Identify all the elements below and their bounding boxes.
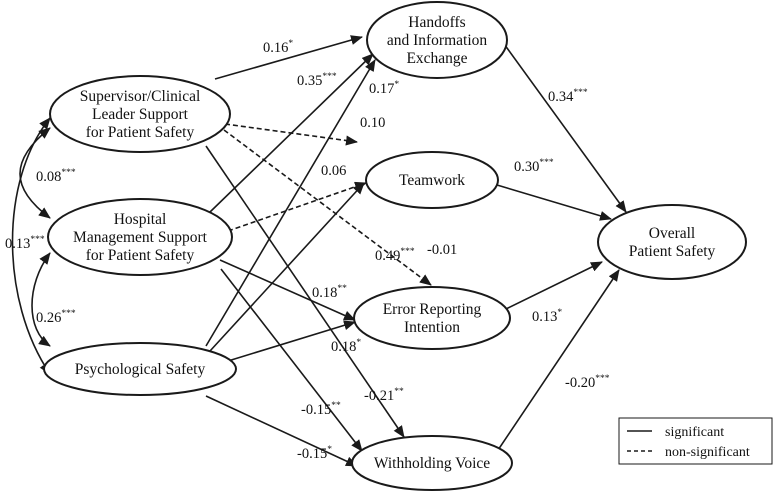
path-label-sup-with: -0.21** (364, 387, 404, 404)
node-supervisor-label-0: Supervisor/Clinical (80, 88, 201, 105)
correlation-sup-psy (11, 117, 51, 375)
path-hosp-hand (209, 53, 374, 213)
path-label-hosp-err: 0.18** (312, 284, 347, 301)
path-label-hosp-hand: 0.35*** (297, 72, 337, 89)
node-error-label-1: Intention (404, 319, 460, 336)
path-team-over (496, 184, 612, 221)
correlation-hosp-psy (31, 252, 51, 347)
path-psy-hand (205, 59, 376, 347)
node-teamwork-ellipse (365, 151, 499, 209)
path-label-psy-hand: 0.17* (369, 80, 399, 97)
correlation-sup-hosp (19, 127, 51, 219)
path-label-psy-with: -0.15* (297, 445, 332, 462)
path-psy-err (227, 320, 356, 362)
node-overall-ellipse (597, 204, 747, 280)
legend-significant-label: significant (665, 425, 724, 440)
path-label-hosp-team: 0.06 (321, 163, 346, 179)
node-teamwork-label-0: Teamwork (399, 172, 465, 189)
path-label-sup-hand: 0.16* (263, 39, 293, 56)
path-hosp-team (227, 181, 367, 232)
node-withholding-ellipse (351, 435, 513, 491)
path-label-sup-team: 0.10 (360, 115, 385, 131)
node-hospital-label-1: Management Support (73, 229, 208, 246)
node-withholding-label-0: Withholding Voice (374, 455, 490, 472)
node-withholding: Withholding Voice (351, 435, 513, 491)
path-hosp-with (220, 268, 363, 452)
node-supervisor-label-2: for Patient Safety (86, 124, 195, 141)
path-hosp-err (219, 259, 356, 321)
node-handoffs-label-2: Exchange (406, 50, 467, 67)
node-hospital-label-2: for Patient Safety (86, 247, 195, 264)
node-supervisor-ellipse (49, 75, 231, 153)
node-overall-label-1: Patient Safety (629, 243, 716, 260)
path-label-with-over: -0.20*** (565, 374, 610, 391)
edge-layer (11, 35, 627, 467)
label-layer: 0.08*** 0.26*** 0.13*** 0.16* 0.10 -0.01 -0.21… (5, 39, 610, 462)
path-hand-over (498, 36, 627, 213)
node-psych-label-0: Psychological Safety (75, 361, 206, 378)
node-psych-ellipse (43, 342, 237, 396)
path-label-err-over: 0.13* (532, 308, 562, 325)
correlation-label-hosp-psy: 0.26*** (36, 309, 76, 326)
node-handoffs-label-1: and Information (387, 32, 488, 49)
node-teamwork: Teamwork (365, 151, 499, 209)
node-error-ellipse (353, 286, 511, 350)
node-handoffs-ellipse (366, 1, 508, 79)
path-label-psy-err: 0.18* (331, 338, 361, 355)
node-hospital-ellipse (47, 198, 233, 276)
legend-box (618, 417, 773, 465)
path-label-hand-over: 0.34*** (548, 88, 588, 105)
path-psy-team (209, 182, 365, 352)
path-label-psy-team: 0.49*** (375, 247, 415, 264)
legend: significant non-significant (618, 417, 773, 465)
node-overall-label-0: Overall (649, 225, 695, 242)
node-error-label-0: Error Reporting (383, 301, 482, 318)
path-err-over (505, 261, 603, 310)
node-psych: Psychological Safety (43, 342, 237, 396)
node-supervisor-label-1: Leader Support (92, 106, 189, 123)
path-with-over (489, 269, 620, 463)
path-label-team-over: 0.30*** (514, 158, 554, 175)
path-label-hosp-with: -0.15** (301, 401, 341, 418)
path-label-sup-err: -0.01 (427, 242, 457, 258)
legend-non-significant-label: non-significant (665, 445, 750, 460)
path-psy-with (205, 395, 358, 467)
correlation-label-sup-hosp: 0.08*** (36, 168, 76, 185)
correlation-label-sup-psy: 0.13*** (5, 235, 45, 252)
node-hospital-label-0: Hospital (114, 211, 167, 228)
path-sup-err (223, 129, 432, 286)
path-sup-hand (214, 35, 363, 80)
node-handoffs-label-0: Handoffs (408, 14, 465, 31)
path-sup-with (205, 145, 405, 438)
